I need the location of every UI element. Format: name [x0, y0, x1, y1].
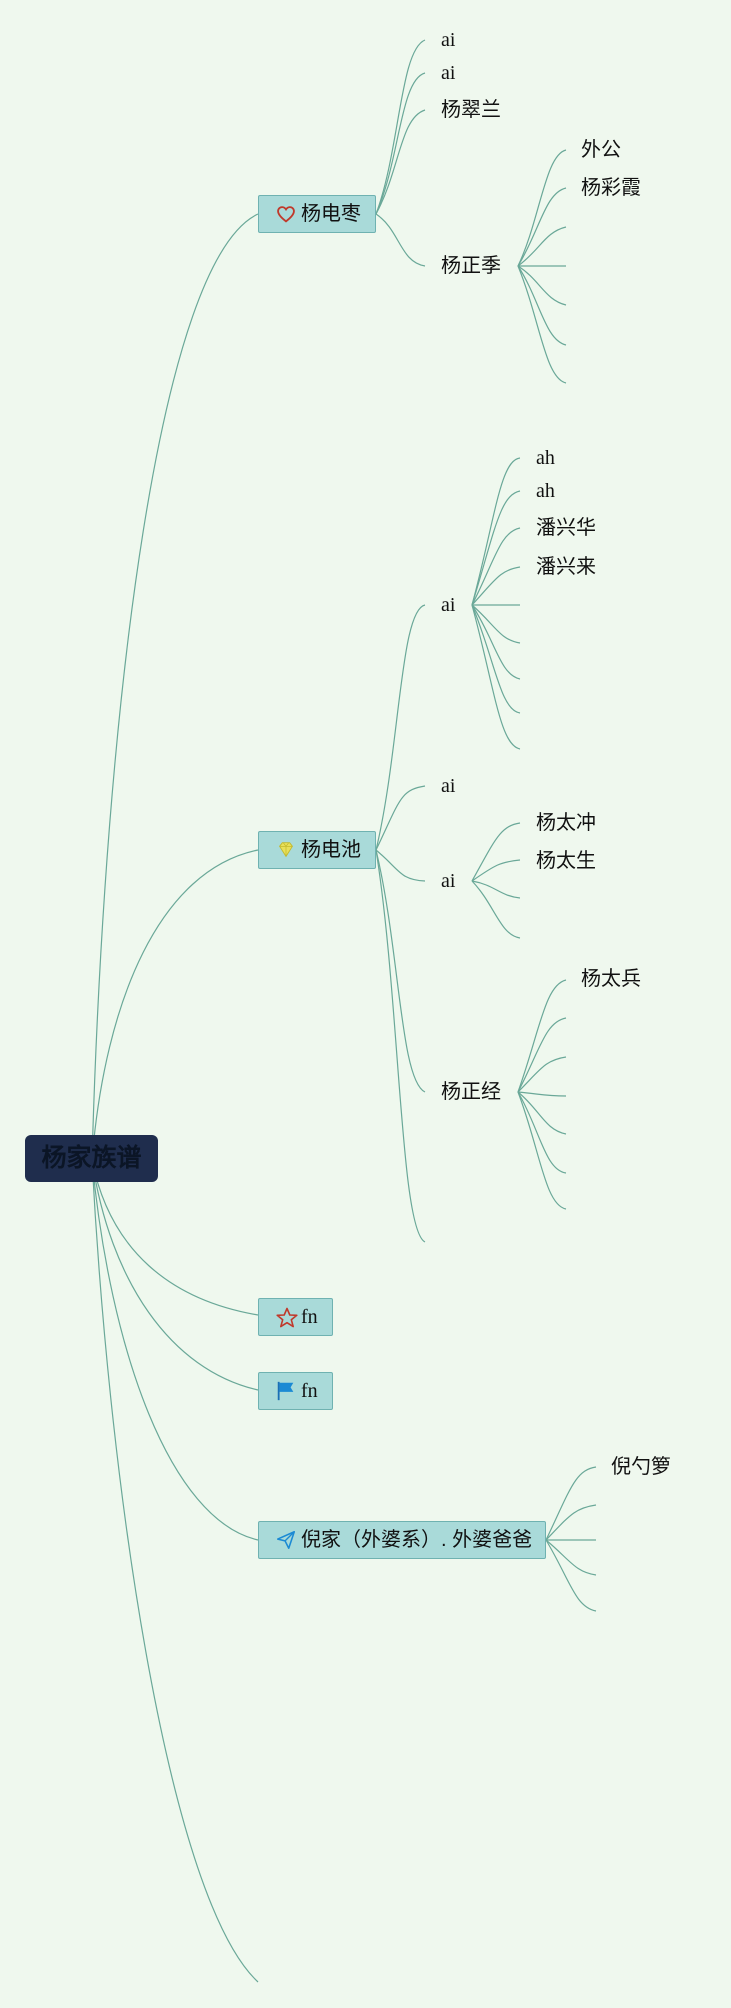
branch-node-yang-dianzao[interactable]: 杨电枣	[258, 195, 376, 233]
grandchild-node[interactable]: ah	[536, 480, 555, 502]
grandchild-node[interactable]: 外公	[581, 139, 621, 161]
grandchild-node[interactable]: 潘兴华	[536, 517, 596, 539]
star-icon	[275, 1306, 298, 1328]
grandchild-node[interactable]: 杨彩霞	[581, 177, 641, 199]
grandchild-node[interactable]: ah	[536, 447, 555, 469]
child-node[interactable]: ai	[441, 29, 456, 51]
grandchild-node[interactable]: 杨太兵	[581, 968, 641, 990]
grandchild-node[interactable]: 杨太生	[536, 850, 596, 872]
child-node[interactable]: ai	[441, 62, 456, 84]
child-node[interactable]: 杨翠兰	[441, 99, 501, 121]
branch-label: fn	[301, 1380, 318, 1402]
child-node[interactable]: ai	[441, 594, 456, 616]
branch-label: 杨电池	[301, 839, 361, 861]
grandchild-node[interactable]: 潘兴来	[536, 556, 596, 578]
gem-icon	[275, 839, 297, 861]
child-node[interactable]: ai	[441, 775, 456, 797]
branch-node-ni-family[interactable]: 倪家（外婆系）. 外婆爸爸	[258, 1521, 546, 1559]
child-node[interactable]: 杨正经	[441, 1081, 501, 1103]
branch-label: 杨电枣	[301, 203, 361, 225]
child-node[interactable]: 倪勺箩	[611, 1456, 671, 1478]
root-label: 杨家族谱	[41, 1145, 142, 1172]
child-node[interactable]: 杨正季	[441, 255, 501, 277]
branch-node-yang-dianchi[interactable]: 杨电池	[258, 831, 376, 869]
heart-icon	[275, 203, 297, 225]
paper-plane-icon	[275, 1529, 297, 1551]
branch-label: 倪家（外婆系）. 外婆爸爸	[301, 1529, 533, 1551]
branch-label: fn	[301, 1306, 318, 1328]
child-node[interactable]: ai	[441, 870, 456, 892]
flag-icon	[275, 1380, 297, 1402]
grandchild-node[interactable]: 杨太冲	[536, 812, 596, 834]
branch-node-fn-flag[interactable]: fn	[258, 1372, 333, 1410]
root-node[interactable]: 杨家族谱	[25, 1135, 158, 1182]
branch-node-fn-star[interactable]: fn	[258, 1298, 333, 1336]
